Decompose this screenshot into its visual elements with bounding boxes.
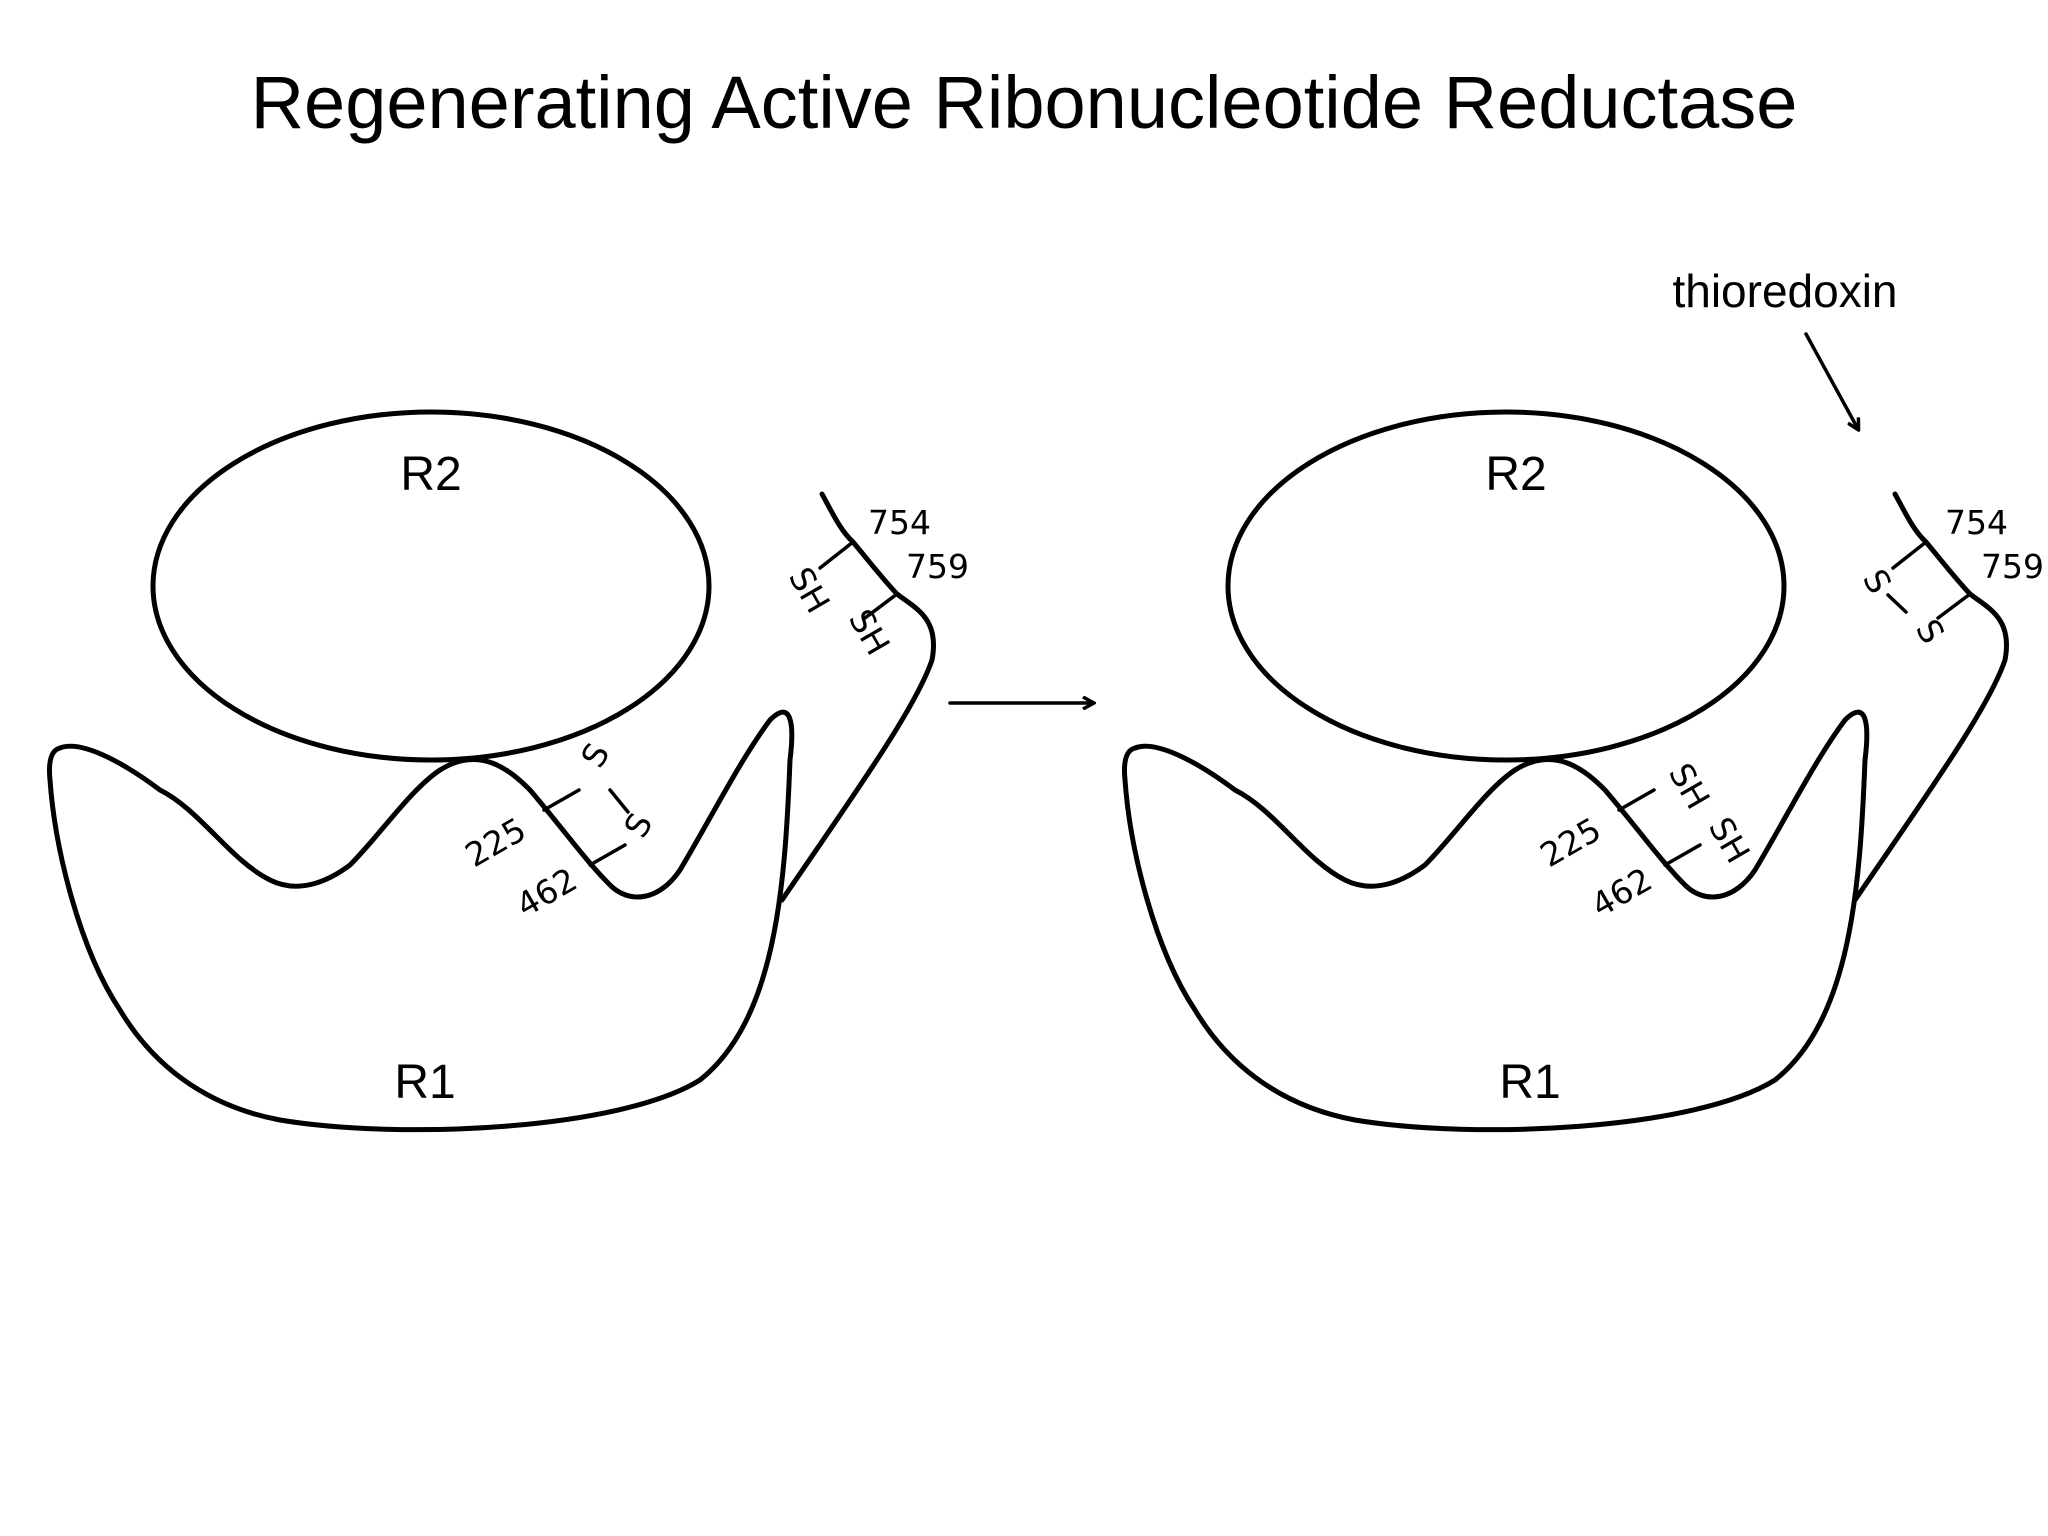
bond-225-left xyxy=(542,788,581,812)
c-terminal-tail-left xyxy=(779,491,936,903)
c-terminal-tail-right xyxy=(1852,491,2009,903)
page-title: Regenerating Active Ribonucleotide Reduc… xyxy=(251,61,1798,144)
r2-label-right: R2 xyxy=(1485,448,1546,501)
disulfide-bond-225-462-left xyxy=(608,788,630,814)
residue-462-left: 462 xyxy=(510,860,584,925)
r2-label-left: R2 xyxy=(400,448,461,501)
right-panel: R2 R1 SH SH 225 462 S S 754 759 xyxy=(1122,409,2044,1133)
bond-754-right xyxy=(1891,540,1928,570)
residue-759-right: 759 xyxy=(1981,547,2044,586)
bond-225-right xyxy=(1617,788,1656,812)
residue-462-right: 462 xyxy=(1585,860,1659,925)
left-panel: R2 R1 S S 225 462 SH SH 754 759 xyxy=(47,409,969,1133)
sulfur-462-left: S xyxy=(616,806,660,844)
residue-225-left: 225 xyxy=(459,810,533,875)
bond-759-left xyxy=(863,592,899,620)
thioredoxin-label: thioredoxin xyxy=(1672,265,1897,317)
sulfur-759-right: S xyxy=(1908,613,1952,651)
r2-subunit-left xyxy=(150,409,712,763)
thiol-462-right: SH xyxy=(1701,811,1758,870)
r1-label-right: R1 xyxy=(1499,1056,1560,1109)
thiol-754-left: SH xyxy=(781,561,838,620)
residue-225-right: 225 xyxy=(1534,810,1608,875)
r1-subunit-left xyxy=(47,709,795,1133)
r1-label-left: R1 xyxy=(394,1056,455,1109)
sulfur-225-left: S xyxy=(573,736,617,774)
disulfide-bond-754-759-right xyxy=(1886,593,1908,614)
bond-462-left xyxy=(588,843,627,867)
bond-759-right xyxy=(1936,592,1972,620)
residue-754-left: 754 xyxy=(868,503,931,542)
bond-754-left xyxy=(818,540,855,570)
residue-759-left: 759 xyxy=(906,547,969,586)
r1-subunit-right xyxy=(1122,709,1870,1133)
thioredoxin-arrow xyxy=(1804,332,1858,429)
sulfur-754-right: S xyxy=(1855,563,1899,601)
r2-subunit-right xyxy=(1225,409,1787,763)
thiol-225-right: SH xyxy=(1661,757,1718,816)
bond-462-right xyxy=(1663,843,1702,867)
thiol-759-left: SH xyxy=(841,603,898,662)
residue-754-right: 754 xyxy=(1945,503,2008,542)
